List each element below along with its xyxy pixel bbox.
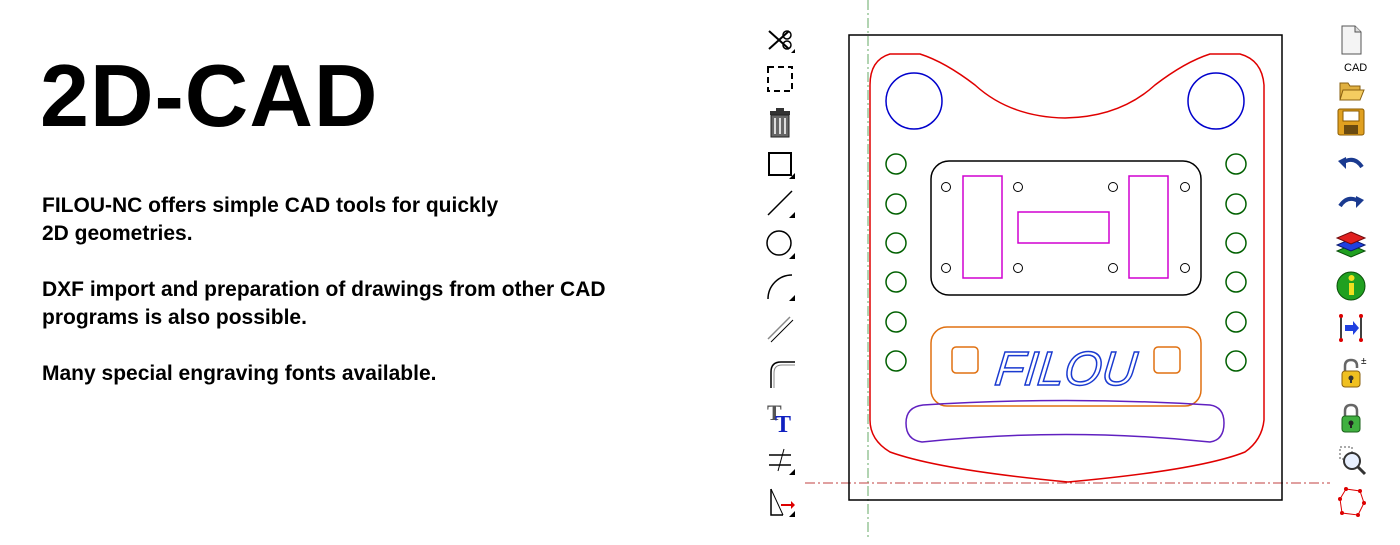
small-hole [1225, 153, 1247, 175]
engraving-plate [930, 326, 1202, 407]
magenta-slot [962, 175, 1003, 279]
feature-paragraph-fonts: Many special engraving fonts available. [42, 362, 437, 385]
page-title: 2D-CAD [40, 46, 379, 145]
open-cad-icon[interactable] [1331, 70, 1371, 106]
redo-icon[interactable] [1331, 185, 1371, 221]
circle-tool-icon[interactable] [760, 226, 800, 262]
polygon-icon[interactable] [1331, 484, 1371, 520]
save-icon[interactable] [1331, 104, 1371, 140]
cad-canvas[interactable]: FILOU [800, 0, 1330, 540]
unlock-icon[interactable] [1331, 400, 1371, 436]
scissors-icon[interactable] [760, 22, 800, 58]
line-tool-icon[interactable] [760, 185, 800, 221]
small-hole [885, 153, 907, 175]
large-hole [885, 72, 943, 130]
fillet-icon[interactable] [760, 355, 800, 391]
purple-bar [905, 399, 1225, 443]
small-hole [885, 193, 907, 215]
dimension-icon[interactable] [760, 442, 800, 478]
layers-icon[interactable] [1331, 226, 1371, 262]
open-cad-label: CAD [1344, 62, 1368, 74]
feature-paragraph-dxf-import: DXF import and preparation of drawings f… [42, 278, 606, 329]
lock-toggle-label: ± [1361, 356, 1367, 367]
transform-icon[interactable] [760, 484, 800, 520]
undo-icon[interactable] [1331, 146, 1371, 182]
feature-paragraph-cad-tools: FILOU-NC offers simple CAD tools for qui… [42, 194, 499, 245]
parallel-line-icon[interactable] [760, 310, 800, 346]
rectangle-tool-icon[interactable] [760, 146, 800, 182]
magenta-slot [1128, 175, 1169, 279]
plate-square [1153, 346, 1181, 374]
info-icon[interactable] [1331, 268, 1371, 304]
small-hole [885, 232, 907, 254]
small-hole [885, 271, 907, 293]
lock-toggle-icon[interactable]: ± [1331, 355, 1371, 391]
magenta-slot [1017, 211, 1110, 244]
arc-tool-icon[interactable] [760, 268, 800, 304]
plate-square [951, 346, 979, 374]
small-hole [1225, 271, 1247, 293]
small-hole [1225, 193, 1247, 215]
engraving-text: FILOU [992, 342, 1139, 396]
outer-contour [869, 53, 1265, 483]
svg-text:T: T [767, 400, 782, 425]
small-hole [1225, 232, 1247, 254]
zoom-icon[interactable] [1331, 442, 1371, 478]
small-hole [885, 350, 907, 372]
large-hole [1187, 72, 1245, 130]
insert-icon[interactable] [1331, 310, 1371, 346]
trash-icon[interactable] [760, 104, 800, 140]
svg-text:T: T [775, 412, 791, 436]
small-hole [1225, 311, 1247, 333]
select-rect-icon[interactable] [760, 61, 800, 97]
stock-frame [848, 34, 1283, 501]
small-hole [1225, 350, 1247, 372]
new-file-icon[interactable] [1331, 22, 1371, 58]
center-pocket [930, 160, 1202, 296]
small-hole [885, 311, 907, 333]
